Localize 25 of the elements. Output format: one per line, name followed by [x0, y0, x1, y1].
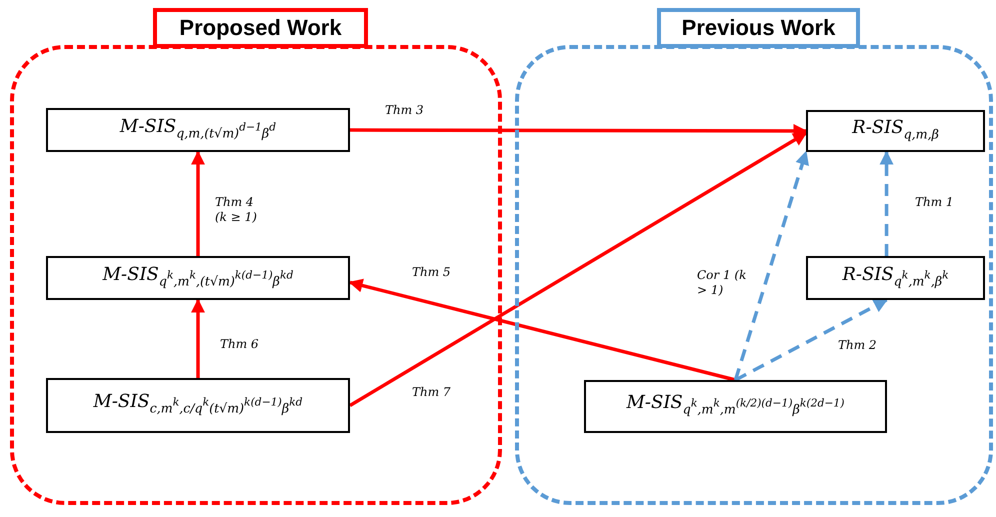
- formula-box: [806, 110, 985, 152]
- edge-label: Thm 6: [220, 337, 260, 352]
- edge-label: Thm 1: [915, 195, 955, 210]
- group-title: Proposed Work: [153, 8, 368, 48]
- edge-label: Thm 7: [412, 385, 452, 400]
- arrow: [191, 298, 205, 378]
- group-title: Previous Work: [657, 8, 860, 48]
- formula-box: [806, 256, 985, 300]
- formula-box: [46, 378, 350, 433]
- edge-label: Thm 5: [412, 265, 452, 280]
- arrow: [349, 132, 808, 407]
- arrow: [348, 278, 736, 382]
- formula-box: [584, 380, 887, 433]
- arrow: [350, 124, 808, 138]
- arrow: [191, 150, 205, 256]
- arrow: [880, 150, 894, 256]
- arrow: [734, 150, 809, 381]
- formula-box: [46, 256, 350, 300]
- edge-label: Cor 1 (k > 1): [697, 268, 748, 298]
- edge-label: Thm 3: [385, 103, 425, 118]
- formula: R-SIS$_{q,m,β}$: [852, 116, 939, 144]
- arrow: [734, 298, 888, 382]
- edge-label: Thm 2: [838, 338, 878, 353]
- formula-box: [46, 108, 350, 152]
- edge-label: Thm 4 (k ≥ 1): [215, 195, 258, 225]
